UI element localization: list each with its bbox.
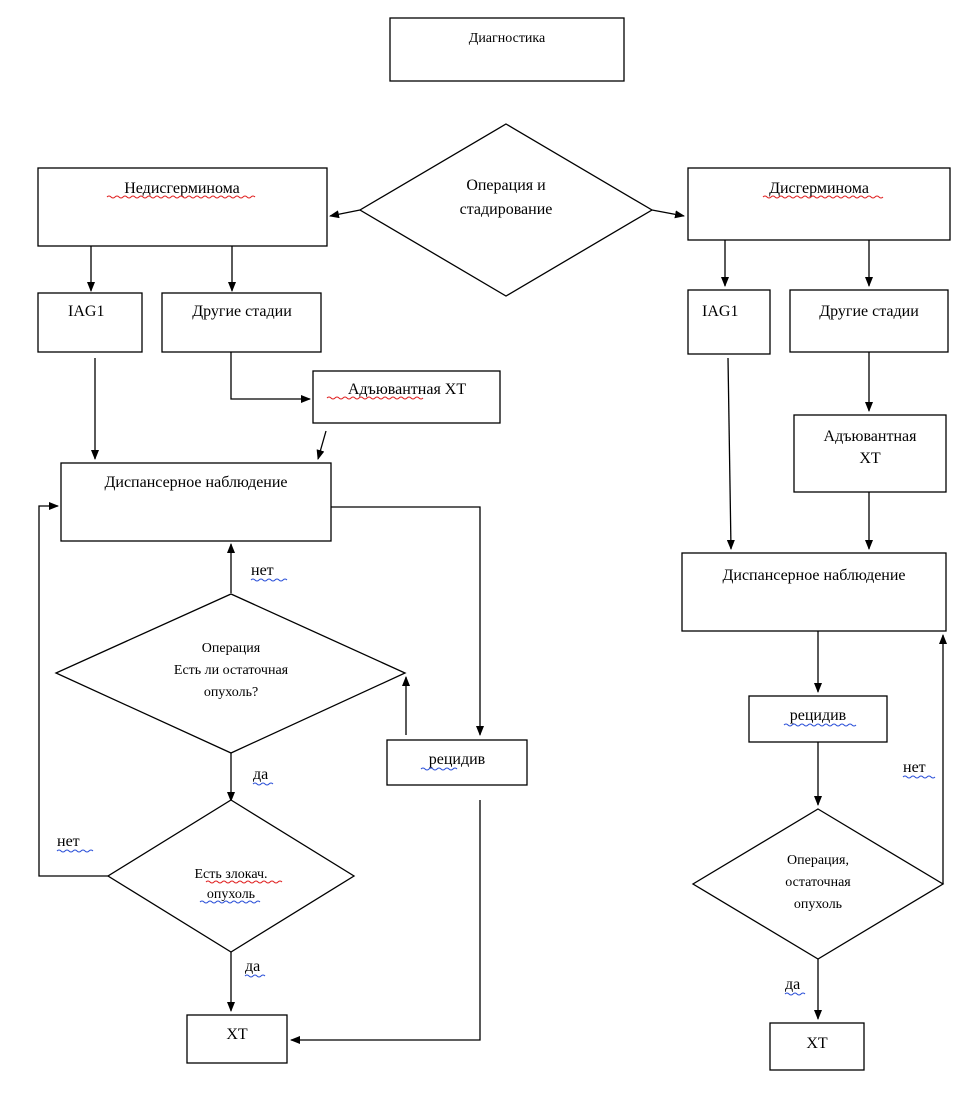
right-yes-label: да <box>785 976 800 993</box>
right-adjuvant-label-line2: ХТ <box>859 450 881 467</box>
left-adjuvant-label: Адъювантная ХТ <box>348 381 467 398</box>
left-iag1-label: IAG1 <box>68 303 104 320</box>
surgery-staging-label-line1: Операция и <box>466 177 546 194</box>
spellcheck-underline <box>199 900 261 904</box>
dysgerminoma-box <box>687 167 951 241</box>
right-iag1-label: IAG1 <box>702 303 738 320</box>
arrow <box>316 430 327 460</box>
right-chemo-label: ХТ <box>806 1035 828 1052</box>
left-chemo-label: ХТ <box>226 1026 248 1043</box>
right-decision-line3: опухоль <box>794 897 842 912</box>
nondysgerminoma-box <box>37 167 328 247</box>
left-no-label-2: нет <box>57 833 80 850</box>
spellcheck-underline <box>420 767 458 771</box>
right-chemo-box <box>769 1022 865 1071</box>
right-other-stages-box <box>789 289 949 353</box>
left-adjuvant-box <box>312 370 501 424</box>
surgery-staging-diamond <box>358 123 654 297</box>
right-followup-box <box>681 552 947 632</box>
right-adjuvant-label-line1: Адъювантная <box>824 428 918 445</box>
surgery-staging-label-line2: стадирование <box>460 201 553 218</box>
arrow-to-dysgerminoma <box>651 209 685 219</box>
spellcheck-underline <box>252 782 274 786</box>
arrow <box>230 352 311 403</box>
spellcheck-underline <box>56 849 94 853</box>
arrow-relapse-to-chemo <box>290 800 481 1044</box>
right-no-label: нет <box>903 759 926 776</box>
diagnosis-box <box>389 17 625 82</box>
left-relapse-box <box>386 739 528 786</box>
arrow-no-to-followup-loop <box>38 502 108 877</box>
left-yes-label-2: да <box>245 958 260 975</box>
right-decision-line2: остаточная <box>785 875 851 890</box>
residual-decision-line1: Операция <box>202 641 261 656</box>
right-decision-line1: Операция, <box>787 853 849 868</box>
left-followup-label: Диспансерное наблюдение <box>104 474 287 491</box>
dysgerminoma-label: Дисгерминома <box>769 180 869 197</box>
left-no-label-1: нет <box>251 562 274 579</box>
left-followup-box <box>60 462 332 542</box>
spellcheck-underline <box>244 974 266 978</box>
spellcheck-underline <box>250 578 288 582</box>
right-relapse-label: рецидив <box>790 707 847 724</box>
left-other-stages-box <box>161 292 322 353</box>
spellcheck-underline <box>783 723 857 727</box>
left-iag1-box <box>37 292 143 353</box>
spellcheck-underline <box>784 992 806 996</box>
arrow-to-relapse <box>331 506 484 736</box>
spellcheck-underline <box>106 195 256 199</box>
spellcheck-underline <box>762 195 884 199</box>
left-relapse-label: рецидив <box>429 751 486 768</box>
malignant-decision-line1: Есть злокач. <box>194 867 267 882</box>
malignant-decision-line2: опухоль <box>207 887 255 902</box>
arrow <box>726 357 735 550</box>
spellcheck-underline <box>326 396 424 400</box>
spellcheck-underline <box>205 880 283 884</box>
right-adjuvant-box <box>793 414 947 493</box>
left-yes-label-1: да <box>253 766 268 783</box>
right-other-stages-label: Другие стадии <box>819 303 919 320</box>
left-other-stages-label: Другие стадии <box>192 303 292 320</box>
residual-decision-line3: опухоль? <box>204 685 258 700</box>
spellcheck-underline <box>902 775 936 779</box>
right-followup-label: Диспансерное наблюдение <box>722 567 905 584</box>
arrow-to-nondysgerminoma <box>329 209 361 219</box>
residual-decision-line2: Есть ли остаточная <box>174 663 289 678</box>
diagnosis-label: Диагностика <box>469 31 546 46</box>
left-chemo-box <box>186 1014 288 1064</box>
right-iag1-box <box>687 289 771 355</box>
nondysgerminoma-label: Недисгерминома <box>124 180 240 197</box>
